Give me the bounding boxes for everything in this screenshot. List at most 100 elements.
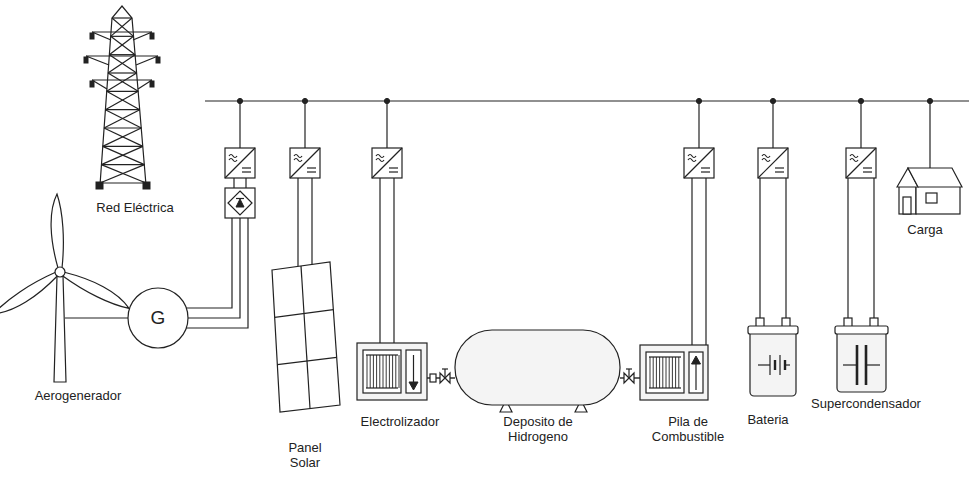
symbol-letter-holder: G <box>151 308 166 328</box>
component-label-holder: Deposito de Hidrogeno <box>496 414 580 444</box>
component-label-holder: Panel Solar <box>283 440 327 470</box>
pipe-valve <box>628 369 629 378</box>
fuel-cell <box>649 357 681 388</box>
battery <box>748 326 798 334</box>
electrolyzer <box>399 355 400 388</box>
wind-turbine <box>0 271 61 319</box>
rectifier-symbol <box>225 188 255 218</box>
converter-group <box>304 101 305 148</box>
power-pylon <box>105 91 138 109</box>
power-pylon <box>107 91 139 92</box>
fuel-cell <box>692 356 701 364</box>
electrolyzer <box>357 343 427 400</box>
component-label-holder: Pila de Combustible <box>646 414 730 444</box>
battery <box>758 364 770 365</box>
fuel-cell <box>689 352 703 393</box>
converter-group <box>242 167 251 168</box>
power-pylon <box>100 6 146 185</box>
electrolyzer <box>383 355 384 388</box>
converter-group <box>927 98 932 103</box>
converter-group <box>386 101 387 148</box>
wind-turbine <box>55 267 65 277</box>
converter-group <box>225 98 933 345</box>
fuel-cell <box>669 357 670 388</box>
fuel-cell <box>659 357 660 388</box>
electrolyzer <box>366 387 398 388</box>
converter-group <box>384 98 389 103</box>
battery <box>774 360 776 370</box>
power-pylon <box>101 146 143 164</box>
component-label-holder: Bateria <box>747 412 788 427</box>
converter-group <box>311 178 312 265</box>
converter-group <box>860 101 861 148</box>
battery <box>748 318 798 396</box>
converter-group <box>229 155 237 158</box>
converter-group <box>846 148 876 178</box>
converter-group <box>379 178 380 343</box>
converter-group <box>393 178 394 343</box>
supercapacitor <box>835 318 888 392</box>
pipe-valve <box>430 374 436 382</box>
rectifier-symbol <box>228 191 252 215</box>
generator-symbol <box>188 218 240 318</box>
converter-group <box>772 101 773 148</box>
power-pylon <box>84 57 88 63</box>
electrolyzer <box>413 355 414 384</box>
wind-turbine <box>0 194 132 382</box>
power-pylon <box>111 36 135 54</box>
converter-group <box>294 159 302 162</box>
power-pylon <box>109 54 135 55</box>
component-label: Panel Solar <box>283 440 327 470</box>
house-load <box>899 186 916 214</box>
component-label: Red Eléctrica <box>96 200 173 215</box>
converter-group <box>684 148 714 178</box>
converter-group <box>696 98 701 103</box>
house-load <box>908 168 962 187</box>
fuel-cell <box>646 352 684 393</box>
pipe-valve <box>626 368 632 369</box>
solar-panel <box>272 262 340 412</box>
component-region: Carga <box>896 166 964 215</box>
component-label: Carga <box>907 222 942 237</box>
converter-group <box>858 98 863 103</box>
supercapacitor <box>843 364 857 365</box>
component-label-holder: Electrolizador <box>361 414 440 429</box>
power-pylon <box>90 81 94 87</box>
power-pylon <box>112 17 132 18</box>
converter-group <box>785 178 786 318</box>
hydrogen-tank <box>455 330 620 405</box>
power-pylon <box>136 56 158 65</box>
power-pylon <box>86 56 109 65</box>
pipe-valve <box>430 369 634 383</box>
fuel-cell <box>695 362 696 390</box>
converter-group <box>758 148 788 178</box>
power-pylon <box>108 72 137 73</box>
wind-turbine <box>62 266 132 314</box>
hydrogen-tank <box>455 330 620 412</box>
supercapacitor <box>837 330 886 392</box>
converter-group <box>307 167 316 168</box>
power-pylon <box>92 79 152 80</box>
converter-group <box>225 148 255 178</box>
pipe-valve <box>444 369 445 378</box>
converter-group <box>294 155 302 158</box>
wind-turbine <box>65 317 128 318</box>
converter-group <box>775 171 784 172</box>
converter-group <box>705 178 706 345</box>
electrolyzer <box>395 355 396 388</box>
power-pylon <box>105 109 139 110</box>
converter-group <box>684 148 714 178</box>
converter-group <box>770 98 775 103</box>
converter-group <box>691 178 692 345</box>
component-label: Electrolizador <box>361 414 440 429</box>
converter-group <box>775 167 784 168</box>
component-region: Aerogenerador <box>10 188 190 380</box>
power-pylon <box>105 110 141 128</box>
battery <box>769 355 770 375</box>
power-pylon <box>156 57 160 63</box>
converter-group <box>372 148 402 178</box>
power-pylon <box>133 32 152 40</box>
house-load <box>903 197 911 214</box>
component-region: Deposito de Hidrogeno <box>455 330 620 405</box>
